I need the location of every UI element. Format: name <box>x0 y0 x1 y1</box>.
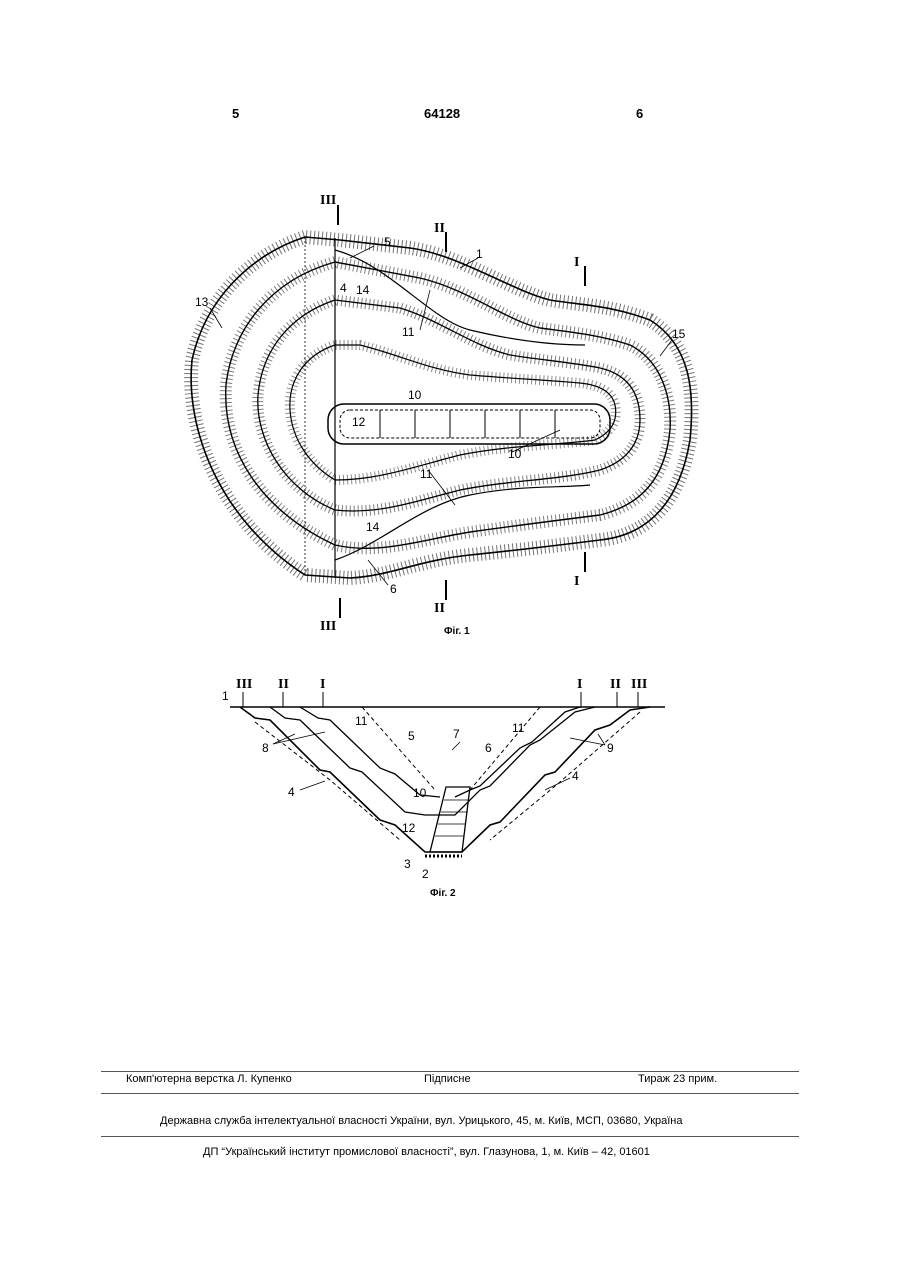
fig1-label-1: 1 <box>476 247 483 261</box>
footer-agency: Державна служба інтелектуальної власност… <box>160 1115 683 1127</box>
fig2-label-10: 10 <box>413 786 427 800</box>
fig2-label-12: 12 <box>402 821 416 835</box>
figure-2-section-drawing: III II I I II III 1 8 4 11 5 7 6 11 9 4 … <box>0 660 901 890</box>
fig1-label-5: 5 <box>384 235 391 249</box>
fig1-label-4: 4 <box>340 281 347 295</box>
fig1-section-II-bottom: II <box>434 601 445 616</box>
fig2-label-3: 3 <box>404 857 411 871</box>
footer-rule-bottom <box>101 1136 799 1137</box>
footer-rule-top <box>101 1071 799 1072</box>
fig1-label-12: 12 <box>352 415 366 429</box>
fig2-label-5: 5 <box>408 729 415 743</box>
fig2-label-6: 6 <box>485 741 492 755</box>
fig1-label-13: 13 <box>195 295 209 309</box>
figure-1-plan-drawing: 1 5 4 13 15 11 10 12 10 11 14 14 6 III I… <box>0 0 901 650</box>
fig2-label-1: 1 <box>222 689 229 703</box>
footer-rule-middle <box>101 1093 799 1094</box>
fig2-section-I-right: I <box>577 677 582 692</box>
fig1-section-I-top: I <box>574 255 579 270</box>
fig1-section-III-top: III <box>320 193 336 208</box>
figure-1-caption: Фіг. 1 <box>444 626 470 637</box>
fig2-label-4-right: 4 <box>572 769 579 783</box>
fig2-label-11-right: 11 <box>512 721 525 735</box>
fig2-label-9: 9 <box>607 741 614 755</box>
fig1-section-III-bottom: III <box>320 619 336 634</box>
fig1-label-10-top: 10 <box>408 388 422 402</box>
fig2-label-7: 7 <box>453 727 460 741</box>
footer-institute: ДП “Український інститут промислової вла… <box>203 1146 650 1158</box>
footer-circulation: Тираж 23 прим. <box>638 1073 717 1085</box>
fig2-section-II-right: II <box>610 677 621 692</box>
fig1-label-14-top: 14 <box>356 283 370 297</box>
fig2-label-8: 8 <box>262 741 269 755</box>
fig1-section-I-bottom: I <box>574 574 579 589</box>
fig2-section-III-right: III <box>631 677 647 692</box>
fig2-section-I-left: I <box>320 677 325 692</box>
figure-2-caption: Фіг. 2 <box>430 888 456 899</box>
fig1-section-II-top: II <box>434 221 445 236</box>
fig1-label-6: 6 <box>390 582 397 596</box>
footer-signed: Підписне <box>424 1073 471 1085</box>
fig2-label-2: 2 <box>422 867 429 881</box>
fig1-label-15: 15 <box>672 327 686 341</box>
fig2-label-11-left: 11 <box>355 714 368 728</box>
fig2-label-4-left: 4 <box>288 785 295 799</box>
fig1-label-11-bottom: 11 <box>420 467 433 481</box>
fig2-section-II-left: II <box>278 677 289 692</box>
footer-typesetting: Комп'ютерна верстка Л. Купенко <box>126 1073 292 1085</box>
fig1-label-11-top: 11 <box>402 325 415 339</box>
fig1-label-10-bottom: 10 <box>508 447 522 461</box>
fig2-section-III-left: III <box>236 677 252 692</box>
fig1-label-14-bottom: 14 <box>366 520 380 534</box>
